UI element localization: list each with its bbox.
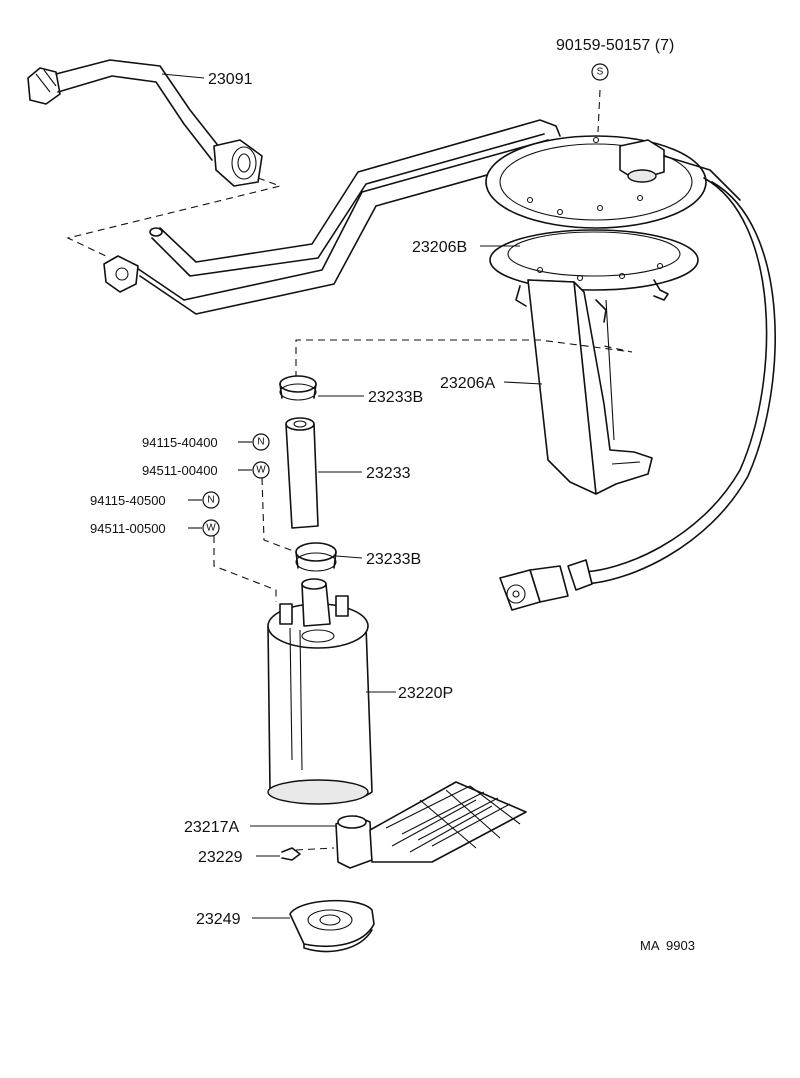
label-23206B: 23206B <box>412 239 467 256</box>
svg-text:N: N <box>207 495 214 506</box>
nut-connection-line-1 <box>261 477 297 553</box>
label-94511-00500: 94511-00500 <box>90 521 166 536</box>
label-23233B-bottom: 23233B <box>366 551 421 568</box>
hose-connection-line <box>66 177 282 259</box>
symbol-n-2: N <box>202 491 220 509</box>
symbol-n-1: N <box>252 433 270 451</box>
label-23217A: 23217A <box>184 819 239 836</box>
label-94115-40500: 94115-40500 <box>90 493 166 508</box>
fuel-hose-23233 <box>285 417 319 529</box>
nut-connection-line-2 <box>213 536 277 602</box>
fuel-sender-23206B <box>485 135 741 323</box>
symbol-w-1: W <box>252 461 270 479</box>
label-94511-00400: 94511-00400 <box>142 463 218 478</box>
hose-clamp-23233B-bottom <box>295 542 337 572</box>
label-23220P: 23220P <box>398 685 453 702</box>
label-23233: 23233 <box>366 465 411 482</box>
label-23206A: 23206A <box>440 375 495 392</box>
bracket-connection-line <box>295 339 633 378</box>
label-94115-40400: 94115-40400 <box>142 435 218 450</box>
svg-text:W: W <box>206 523 216 534</box>
svg-text:S: S <box>597 67 604 78</box>
label-23233B-top: 23233B <box>368 389 423 406</box>
fuel-pump-23220P <box>267 578 373 805</box>
svg-text:N: N <box>257 437 264 448</box>
label-90159-50157: 90159-50157 (7) <box>556 37 674 54</box>
clip-23229 <box>281 847 335 861</box>
screw-connection-line <box>597 89 601 133</box>
diagram-code: MA 9903 <box>640 938 695 953</box>
wire-harness <box>499 177 776 611</box>
symbol-s: S <box>591 63 609 81</box>
cushion-23249 <box>289 899 375 953</box>
hose-clamp-23233B-top <box>279 375 317 401</box>
fuel-hose-23091 <box>27 59 263 187</box>
leader-lines <box>161 73 543 919</box>
label-23249: 23249 <box>196 911 241 928</box>
fuel-filter-23217A <box>335 781 527 869</box>
svg-text:W: W <box>256 465 266 476</box>
label-23229: 23229 <box>198 849 243 866</box>
label-23091: 23091 <box>208 71 253 88</box>
pump-bracket-23206A <box>527 279 653 495</box>
symbol-w-2: W <box>202 519 220 537</box>
